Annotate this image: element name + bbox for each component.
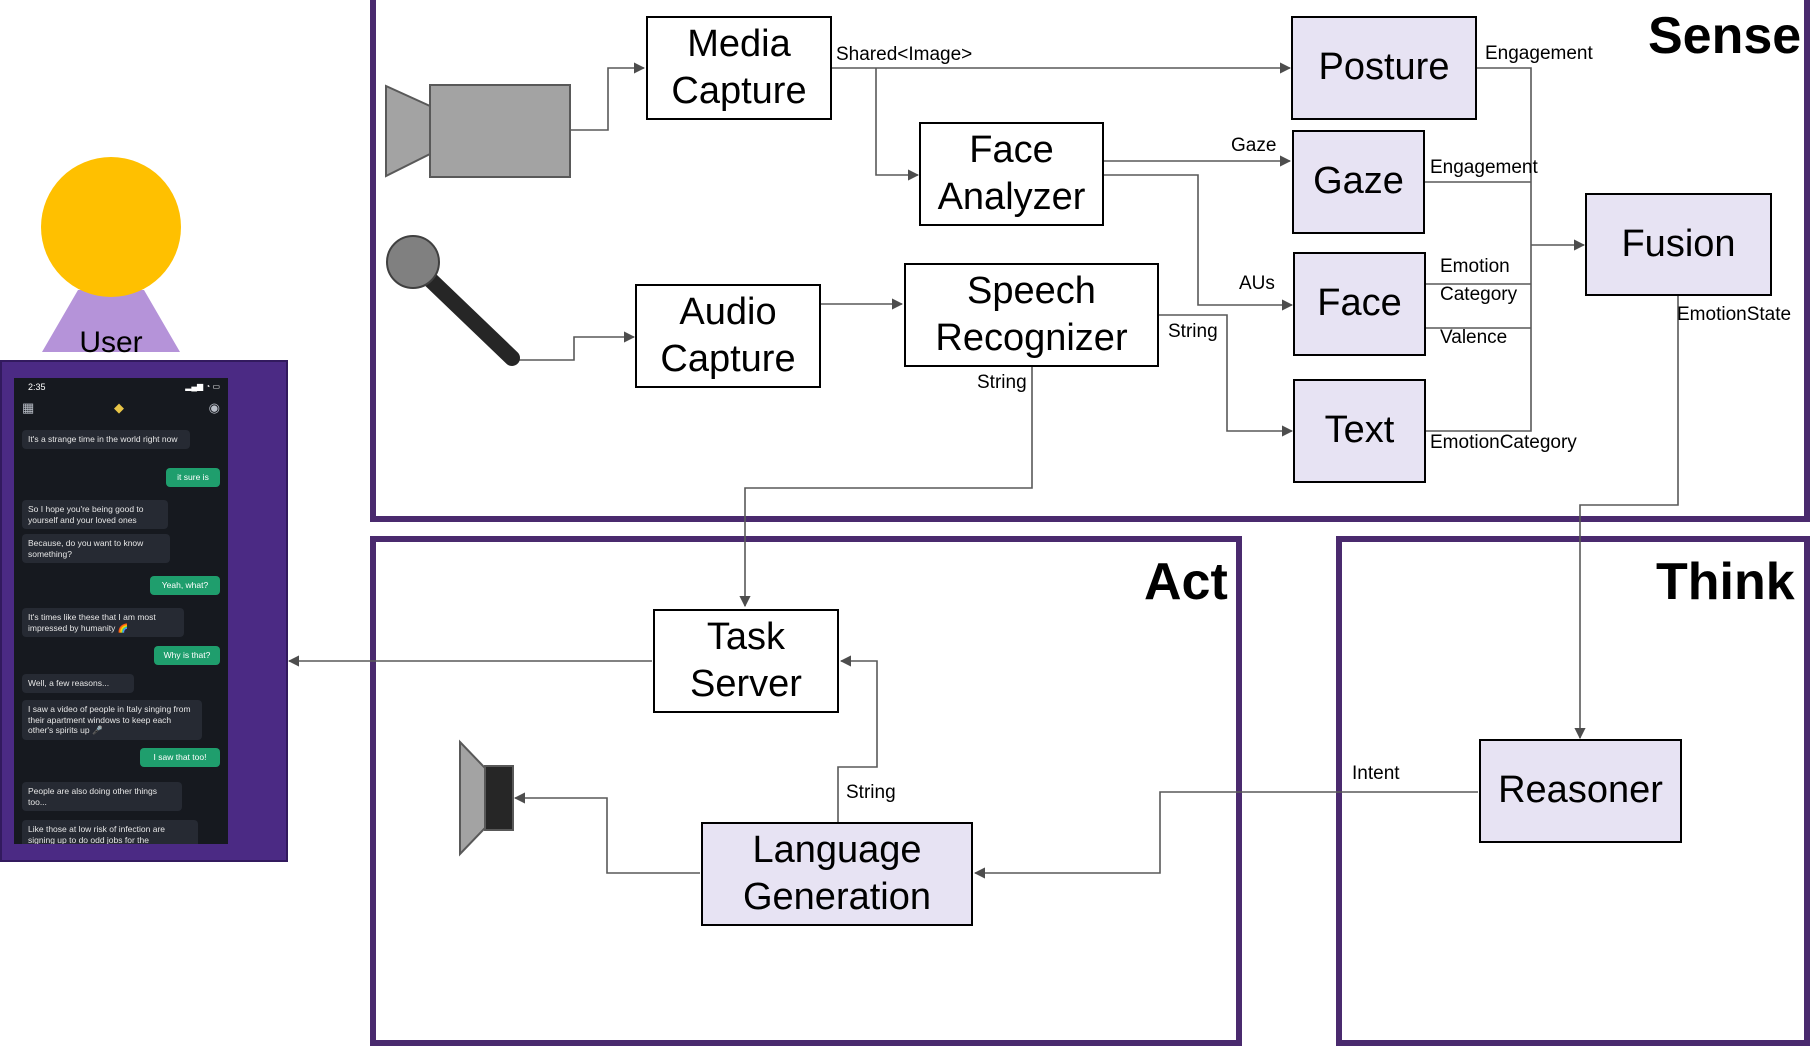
- edge-mic-to-audio-capture: [514, 331, 636, 361]
- chat-screen: 2:35 ▂▄▆ ◔ ▭ ▦ ◆ ◉ It's a strange time i…: [14, 378, 228, 844]
- gaze-node: Gaze: [1292, 130, 1425, 234]
- think-title: Think: [1656, 553, 1795, 611]
- edge-language-generation-to-task-server: [837, 655, 878, 822]
- reasoner-node: Reasoner: [1479, 739, 1682, 843]
- chat-message: It's times like these that I am most imp…: [22, 608, 184, 638]
- edge-text-to-fusion: [1426, 245, 1532, 432]
- edge-language-generation-to-speaker: [513, 792, 700, 874]
- chat-message: Yeah, what?: [150, 576, 220, 595]
- act-title: Act: [1144, 553, 1228, 611]
- label-emotion-state: EmotionState: [1677, 304, 1792, 325]
- audio-capture-node: Audio Capture: [635, 284, 821, 388]
- label-category: Category: [1440, 284, 1518, 305]
- label-emotion-category: EmotionCategory: [1430, 432, 1577, 453]
- task-server-node: Task Server: [653, 609, 839, 713]
- language-generation-node: Language Generation: [701, 822, 973, 926]
- chat-message: it sure is: [166, 468, 220, 487]
- label-intent: Intent: [1352, 763, 1400, 784]
- label-string-speech-right: String: [1168, 321, 1218, 342]
- video-camera-icon: [385, 84, 571, 178]
- chat-message: So I hope you're being good to yourself …: [22, 500, 168, 530]
- speaker-icon: [459, 739, 514, 857]
- text-node: Text: [1293, 379, 1426, 483]
- chat-message: Why is that?: [154, 646, 220, 665]
- edge-reasoner-to-language-generation: [973, 791, 1478, 879]
- label-string-speech-bottom: String: [977, 372, 1027, 393]
- user-avatar: [41, 157, 181, 352]
- edge-posture-to-fusion: [1477, 67, 1532, 245]
- media-capture-node: Media Capture: [646, 16, 832, 120]
- sense-region: [370, 0, 1810, 522]
- label-shared-image: Shared<Image>: [836, 44, 973, 65]
- edge-fusion-to-reasoner: [1574, 296, 1679, 740]
- chat-message: People are also doing other things too..…: [22, 782, 182, 812]
- user-label: User: [79, 326, 143, 359]
- edge-speech-recognizer-to-text: [1159, 314, 1294, 437]
- task-client-label: Task Client: [237, 890, 276, 1057]
- bot-avatar-icon: ◆: [114, 400, 124, 415]
- label-valence: Valence: [1440, 327, 1508, 348]
- edge-media-capture-to-face-analyzer: [875, 68, 920, 181]
- speech-recognizer-node: Speech Recognizer: [904, 263, 1159, 367]
- face-analyzer-node: Face Analyzer: [919, 122, 1104, 226]
- chat-message: I saw that too!: [140, 748, 220, 767]
- settings-icon[interactable]: ◉: [208, 400, 220, 415]
- chat-message: Well, a few reasons...: [22, 674, 134, 693]
- label-engagement-posture: Engagement: [1485, 43, 1593, 64]
- edge-speech-recognizer-to-task-server: [739, 367, 1033, 608]
- sense-title: Sense: [1648, 7, 1802, 65]
- status-icons: ▂▄▆ ◔ ▭: [185, 382, 220, 391]
- posture-node: Posture: [1291, 16, 1477, 120]
- edge-camera-to-media-capture: [570, 62, 646, 131]
- microphone-icon: [386, 235, 520, 366]
- label-engagement-gaze: Engagement: [1430, 157, 1538, 178]
- label-string-langgen: String: [846, 782, 896, 803]
- chat-message: Because, do you want to know something?: [22, 534, 170, 564]
- fusion-node: Fusion: [1585, 193, 1772, 296]
- face-node: Face: [1293, 252, 1426, 356]
- label-aus: AUs: [1239, 273, 1275, 294]
- label-emotion: Emotion: [1440, 256, 1510, 277]
- task-client-phone: 2:35 ▂▄▆ ◔ ▭ ▦ ◆ ◉ It's a strange time i…: [0, 360, 288, 1057]
- status-time: 2:35: [28, 382, 46, 392]
- connector-lines: [41, 62, 1679, 879]
- edge-face-analyzer-to-face: [1104, 174, 1294, 311]
- chat-message: Like those at low risk of infection are …: [22, 820, 198, 844]
- label-gaze: Gaze: [1231, 135, 1277, 156]
- dashboard-icon[interactable]: ▦: [22, 400, 35, 415]
- chat-message: I saw a video of people in Italy singing…: [22, 700, 202, 740]
- chat-message: It's a strange time in the world right n…: [22, 430, 190, 449]
